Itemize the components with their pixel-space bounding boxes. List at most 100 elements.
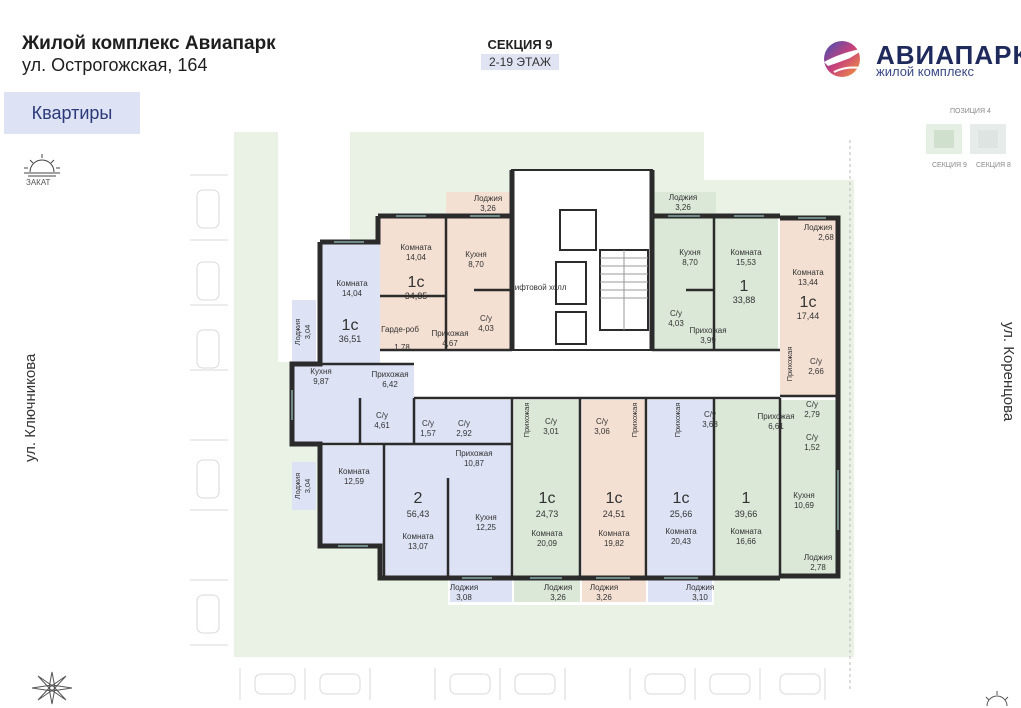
svg-text:Прихожая: Прихожая <box>522 403 531 438</box>
aviapark-logo-icon <box>824 41 866 77</box>
section-label: СЕКЦИЯ 9 <box>487 37 553 52</box>
sun-icon <box>985 691 1009 707</box>
svg-text:Комната: Комната <box>792 268 824 277</box>
svg-text:2,66: 2,66 <box>808 367 824 376</box>
svg-text:10,87: 10,87 <box>464 459 485 468</box>
svg-text:1с: 1с <box>800 294 817 311</box>
svg-text:1,57: 1,57 <box>420 429 436 438</box>
svg-text:1,52: 1,52 <box>804 443 820 452</box>
svg-text:С/у: С/у <box>806 433 818 442</box>
svg-text:Лоджия: Лоджия <box>669 193 697 202</box>
svg-text:Прихожая: Прихожая <box>431 329 468 338</box>
svg-text:15,53: 15,53 <box>736 258 757 267</box>
svg-text:Комната: Комната <box>665 527 697 536</box>
inner-walls <box>320 216 836 578</box>
svg-text:Прихожая: Прихожая <box>689 326 726 335</box>
minimap[interactable] <box>920 118 1015 162</box>
svg-text:С/у: С/у <box>376 411 388 420</box>
svg-text:Лоджия: Лоджия <box>474 194 502 203</box>
svg-text:Комната: Комната <box>336 279 368 288</box>
minimap-section9[interactable]: СЕКЦИЯ 9 <box>932 162 967 169</box>
svg-text:Лоджия: Лоджия <box>293 319 302 346</box>
svg-text:Лоджия: Лоджия <box>544 583 572 592</box>
svg-text:1,78: 1,78 <box>394 343 410 352</box>
svg-text:4,03: 4,03 <box>478 324 494 333</box>
svg-text:Комната: Комната <box>531 529 563 538</box>
svg-text:8,70: 8,70 <box>682 258 698 267</box>
svg-text:9,87: 9,87 <box>313 377 329 386</box>
lift-hall-label: Лифтовой холл <box>510 283 567 292</box>
minimap-section8[interactable]: СЕКЦИЯ 8 <box>976 162 1011 169</box>
svg-text:С/у: С/у <box>458 419 470 428</box>
parking-bottom <box>239 668 826 700</box>
svg-text:3,26: 3,26 <box>675 203 691 212</box>
svg-text:2,79: 2,79 <box>804 410 820 419</box>
svg-text:16,66: 16,66 <box>736 537 757 546</box>
complex-address: ул. Острогожская, 164 <box>22 55 208 75</box>
svg-text:1с: 1с <box>673 490 690 507</box>
svg-text:Лоджия: Лоджия <box>804 223 832 232</box>
svg-text:С/у: С/у <box>545 417 557 426</box>
svg-text:4,61: 4,61 <box>374 421 390 430</box>
svg-text:С/у: С/у <box>596 417 608 426</box>
svg-text:Лоджия: Лоджия <box>804 553 832 562</box>
svg-text:17,44: 17,44 <box>797 311 820 321</box>
svg-text:1: 1 <box>742 490 751 507</box>
svg-text:3,26: 3,26 <box>550 593 566 602</box>
svg-text:8,70: 8,70 <box>468 260 484 269</box>
svg-text:С/у: С/у <box>670 309 682 318</box>
svg-text:13,07: 13,07 <box>408 542 429 551</box>
svg-text:Комната: Комната <box>730 527 762 536</box>
svg-text:39,66: 39,66 <box>735 509 758 519</box>
svg-text:56,43: 56,43 <box>407 509 430 519</box>
svg-text:4,67: 4,67 <box>442 339 458 348</box>
svg-text:1с: 1с <box>342 317 359 334</box>
svg-text:С/у: С/у <box>806 400 818 409</box>
svg-text:Прихожая: Прихожая <box>630 403 639 438</box>
svg-text:20,09: 20,09 <box>537 539 558 548</box>
svg-text:Лоджия: Лоджия <box>590 583 618 592</box>
svg-text:12,25: 12,25 <box>476 523 497 532</box>
room-labels: Комната 14,04 Кухня 8,70 Гарде-роб 1,78 … <box>310 193 834 602</box>
sunset-icon <box>24 154 60 177</box>
tab-apartments[interactable]: Квартиры <box>4 92 140 134</box>
logo-subtitle: жилой комплекс <box>876 64 974 79</box>
svg-text:10,69: 10,69 <box>794 501 815 510</box>
apartment-area: 34,85 <box>405 291 428 301</box>
svg-text:6,42: 6,42 <box>382 380 398 389</box>
sunset-label: ЗАКАТ <box>26 178 51 187</box>
svg-text:3,26: 3,26 <box>480 204 496 213</box>
svg-text:С/у: С/у <box>810 357 822 366</box>
svg-text:Прихожая: Прихожая <box>785 347 794 382</box>
svg-text:2,68: 2,68 <box>818 233 834 242</box>
svg-text:Прихожая: Прихожая <box>757 412 794 421</box>
svg-text:25,66: 25,66 <box>670 509 693 519</box>
svg-text:24,51: 24,51 <box>603 509 626 519</box>
svg-text:Прихожая: Прихожая <box>455 449 492 458</box>
svg-text:Кухня: Кухня <box>793 491 814 500</box>
svg-text:3,08: 3,08 <box>456 593 472 602</box>
windows <box>291 215 839 579</box>
svg-text:1с: 1с <box>539 490 556 507</box>
minimap-position-label: ПОЗИЦИЯ 4 <box>950 108 991 115</box>
svg-text:3,04: 3,04 <box>303 479 312 494</box>
apartment-type: 1с <box>408 274 425 291</box>
svg-text:2: 2 <box>414 490 423 507</box>
svg-text:3,26: 3,26 <box>596 593 612 602</box>
svg-text:Комната: Комната <box>598 529 630 538</box>
svg-text:3,68: 3,68 <box>702 420 718 429</box>
svg-text:13,44: 13,44 <box>798 278 819 287</box>
svg-text:Лоджия: Лоджия <box>686 583 714 592</box>
building-core <box>511 169 653 351</box>
floor-plan: Комната 14,04 Кухня 8,70 Гарде-роб 1,78 … <box>190 132 854 700</box>
svg-text:2,78: 2,78 <box>810 563 826 572</box>
parking-left <box>190 174 228 646</box>
compass-rose-icon <box>31 671 73 705</box>
svg-text:С/у: С/у <box>704 410 716 419</box>
svg-text:4,03: 4,03 <box>668 319 684 328</box>
svg-text:20,43: 20,43 <box>671 537 692 546</box>
svg-text:Прихожая: Прихожая <box>673 403 682 438</box>
svg-text:3,10: 3,10 <box>692 593 708 602</box>
svg-text:Кухня: Кухня <box>679 248 700 257</box>
svg-text:С/у: С/у <box>422 419 434 428</box>
